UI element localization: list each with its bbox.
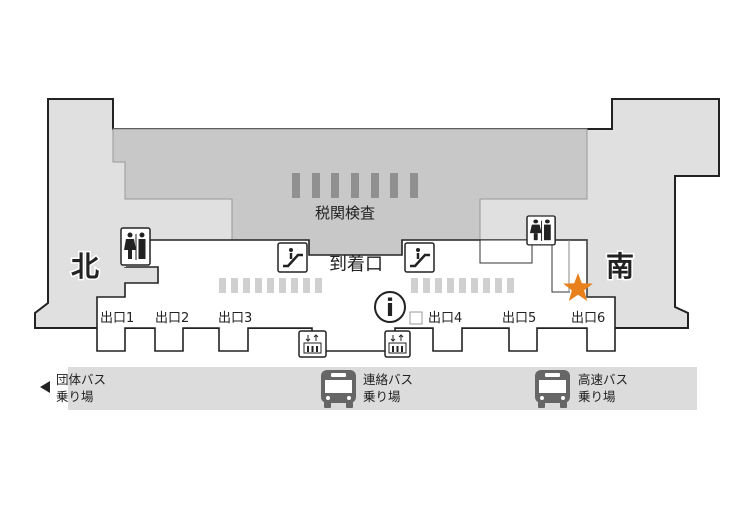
hall-barriers-left [219,278,322,293]
left-arrow-icon [40,381,50,393]
restroom-icon [120,227,151,266]
elevator-icon [298,330,327,358]
highway-bus-label: 高速バス [578,372,628,387]
hall-barriers-right [411,278,514,293]
group-bus-label: 団体バス [56,372,106,387]
bus-icon [321,370,356,408]
bus-icon [535,370,570,408]
side-passage [551,245,570,293]
information-symbol: i [386,294,394,322]
exit-5-label: 出口5 [502,311,536,326]
small-square-marker [409,311,423,325]
bus-stop-band [68,367,697,410]
exit-2-label: 出口2 [155,311,189,326]
north-label: 北 [71,250,99,283]
connecting-bus-label-2: 乗り場 [363,389,401,404]
exit-4-label: 出口4 [428,311,462,326]
south-label: 南 [606,250,634,283]
escalator-icon [277,242,308,273]
restroom-icon [526,215,556,246]
connecting-bus-label: 連絡バス [363,372,413,387]
arrival-gate-label: 到着口 [329,254,383,275]
information-icon[interactable]: i [374,291,406,323]
exit-1-label: 出口1 [100,311,134,326]
customs-label: 税関検査 [315,204,375,222]
current-location-star-icon [563,273,593,301]
group-bus-label-2: 乗り場 [56,389,94,404]
exit-6-label: 出口6 [571,311,605,326]
side-room [479,239,533,264]
escalator-icon [404,242,435,273]
elevator-icon [384,330,411,358]
exit-3-label: 出口3 [218,311,252,326]
customs-booths [292,173,418,198]
highway-bus-label-2: 乗り場 [578,389,616,404]
